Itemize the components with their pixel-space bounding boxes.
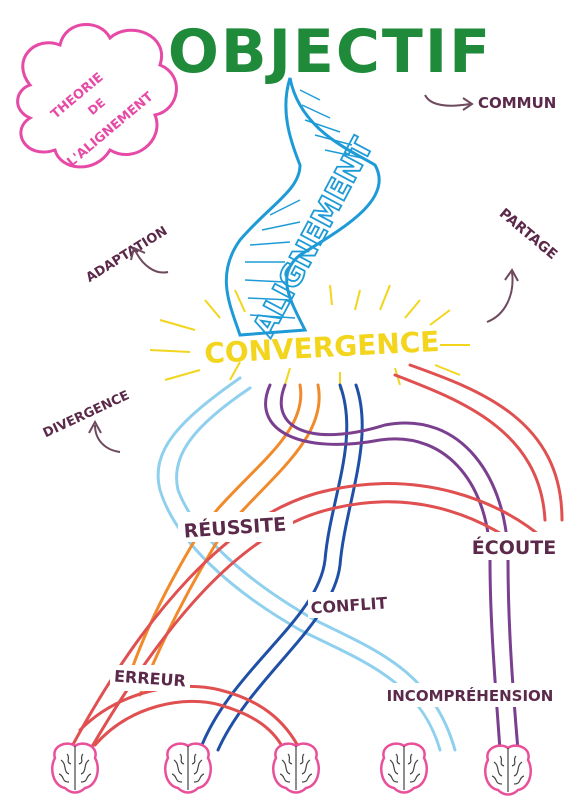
cloud-line-2: DE bbox=[85, 95, 108, 117]
title-objectif: OBJECTIF bbox=[168, 17, 492, 87]
label-divergence: DIVERGENCE bbox=[41, 388, 132, 441]
label-adaptation: ADAPTATION bbox=[83, 224, 170, 286]
brain-icon bbox=[273, 744, 319, 793]
adaptation-annotation: ADAPTATION bbox=[83, 224, 170, 286]
strand-red-low-a bbox=[80, 686, 300, 750]
label-ecoute: ÉCOUTE bbox=[472, 536, 556, 559]
spine-outline bbox=[226, 78, 379, 335]
label-commun: COMMUN bbox=[478, 94, 556, 112]
brains bbox=[52, 744, 531, 795]
commun-annotation: COMMUN bbox=[425, 94, 556, 112]
partage-annotation: PARTAGE bbox=[487, 206, 560, 322]
label-incomprehension: INCOMPRÉHENSION bbox=[387, 686, 554, 705]
divergence-annotation: DIVERGENCE bbox=[41, 388, 132, 452]
brain-icon bbox=[165, 744, 211, 793]
brain-icon bbox=[381, 744, 427, 793]
strand-dark-blue-a bbox=[200, 385, 347, 750]
label-partage: PARTAGE bbox=[496, 206, 560, 263]
strand-red-right-b bbox=[410, 365, 562, 520]
partage-arrow bbox=[487, 272, 513, 322]
brain-icon bbox=[52, 744, 98, 793]
spine-label: ALIGNEMENT bbox=[247, 132, 381, 343]
theory-cloud: THEORIE DE L'ALIGNEMENT bbox=[18, 24, 177, 170]
brain-icon bbox=[485, 746, 531, 795]
commun-arrow bbox=[425, 95, 470, 106]
convergence-burst: CONVERGENCE bbox=[150, 285, 470, 390]
